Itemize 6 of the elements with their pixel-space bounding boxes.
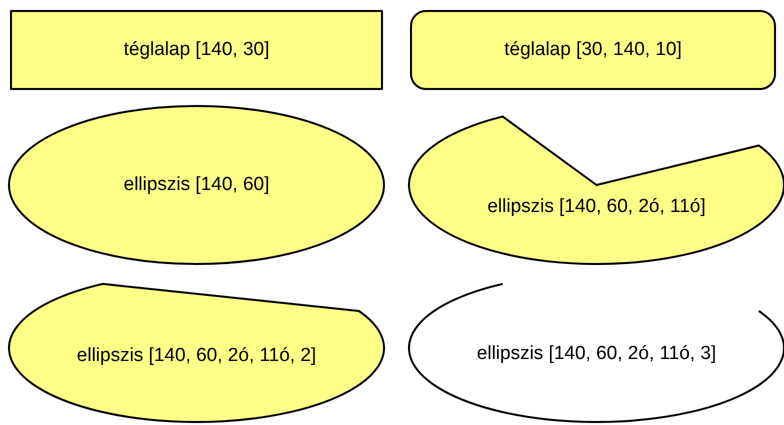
shape-label: téglalap [30, 140, 10] xyxy=(504,38,682,62)
shape-label: ellipszis [140, 60, 2ó, 11ó] xyxy=(487,194,706,219)
shape-label: ellipszis [140, 60, 2ó, 11ó, 3] xyxy=(476,342,716,366)
shape-label: téglalap [140, 30] xyxy=(124,38,270,62)
shape-label: ellipszis [140, 60, 2ó, 11ó, 2] xyxy=(76,344,316,368)
shape-label: ellipszis [140, 60] xyxy=(124,172,270,197)
